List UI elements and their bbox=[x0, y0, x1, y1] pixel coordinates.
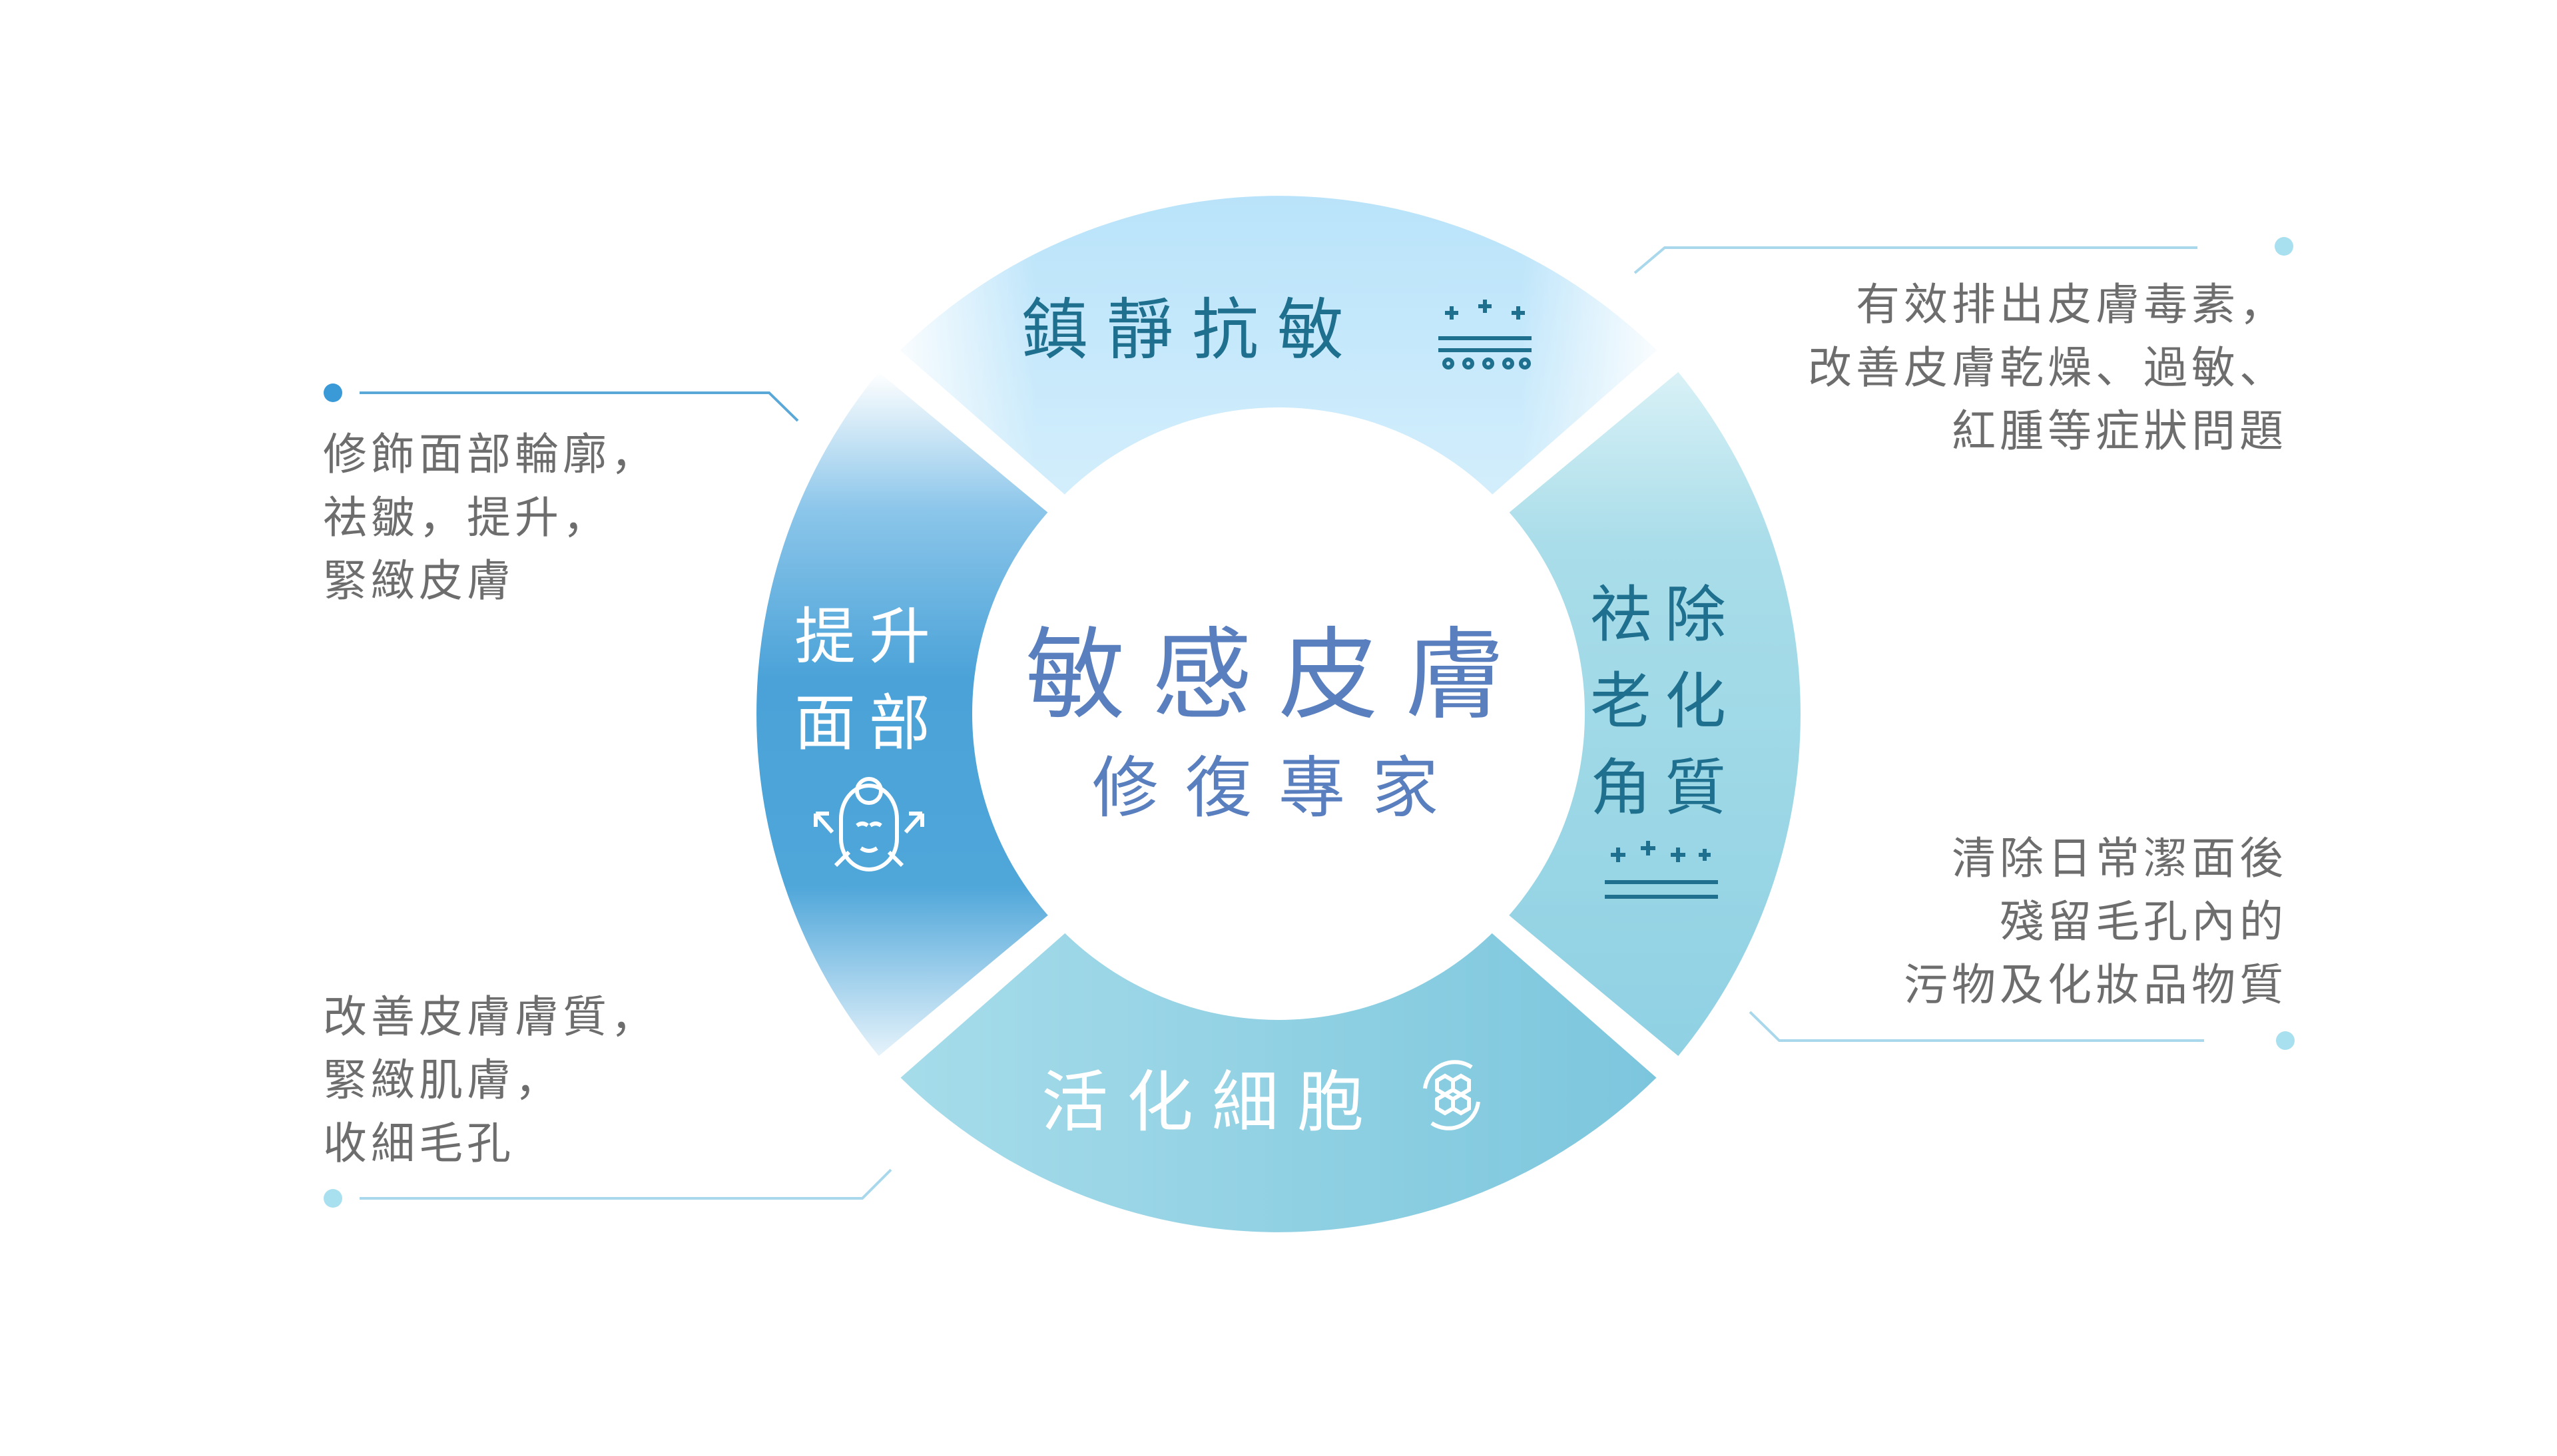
callout-bottom-right-line-2: 殘留毛孔內的 bbox=[2000, 896, 2287, 947]
segment-left-line-1: 提升 bbox=[794, 601, 944, 672]
center-subtitle: 修復專家 bbox=[1092, 749, 1465, 827]
callout-top-right-line-3: 紅腫等症狀問題 bbox=[1952, 405, 2287, 457]
callout-dot-bottom-left bbox=[324, 1189, 342, 1208]
connector-top-left bbox=[360, 391, 799, 422]
segment-bottom bbox=[900, 931, 1657, 1232]
connector-top-right bbox=[1633, 246, 2197, 274]
callout-top-right-line-1: 有效排出皮膚毒素， bbox=[1856, 279, 2287, 330]
callout-bottom-right-line-3: 污物及化妝品物質 bbox=[1904, 959, 2287, 1011]
center-title: 敏感皮膚 bbox=[1025, 618, 1532, 734]
segment-right-line-3: 角質 bbox=[1590, 752, 1739, 824]
callout-bottom-left-line-1: 改善皮膚膚質， bbox=[323, 991, 659, 1043]
segment-right bbox=[1502, 371, 1801, 1057]
segment-right-line-2: 老化 bbox=[1590, 666, 1739, 737]
segment-left-line-2: 面部 bbox=[794, 688, 944, 759]
callout-bottom-right-line-1: 清除日常潔面後 bbox=[1952, 833, 2287, 884]
segment-top-fade bbox=[900, 196, 1657, 497]
face-lift-icon bbox=[814, 777, 924, 871]
callout-dot-top-left bbox=[324, 383, 342, 402]
segment-right-line-1: 祛除 bbox=[1590, 579, 1739, 650]
segment-top-label: 鎮靜抗敏 bbox=[1021, 291, 1362, 369]
sparkle-layers-icon bbox=[1605, 841, 1718, 899]
segment-left bbox=[756, 371, 1055, 1057]
callout-bottom-left-line-2: 緊緻肌膚， bbox=[323, 1055, 563, 1106]
callout-bottom-left-line-3: 收細毛孔 bbox=[323, 1118, 515, 1169]
connector-bottom-left bbox=[360, 1168, 892, 1200]
center-circle bbox=[972, 407, 1585, 1020]
callout-dot-top-right bbox=[2275, 237, 2293, 256]
callout-dot-bottom-right bbox=[2276, 1031, 2295, 1050]
connector-bottom-right bbox=[1749, 1011, 2204, 1042]
callout-top-left-line-2: 祛皺，提升， bbox=[323, 492, 611, 543]
callout-top-left-line-3: 緊緻皮膚 bbox=[323, 555, 515, 607]
sparkle-dots-icon bbox=[1438, 300, 1532, 369]
segment-bottom-label: 活化細胞 bbox=[1041, 1063, 1382, 1141]
cell-cycle-icon bbox=[1423, 1060, 1480, 1130]
callout-top-left-line-1: 修飾面部輪廓， bbox=[323, 429, 659, 480]
callout-top-right-line-2: 改善皮膚乾燥、過敏、 bbox=[1808, 342, 2287, 393]
